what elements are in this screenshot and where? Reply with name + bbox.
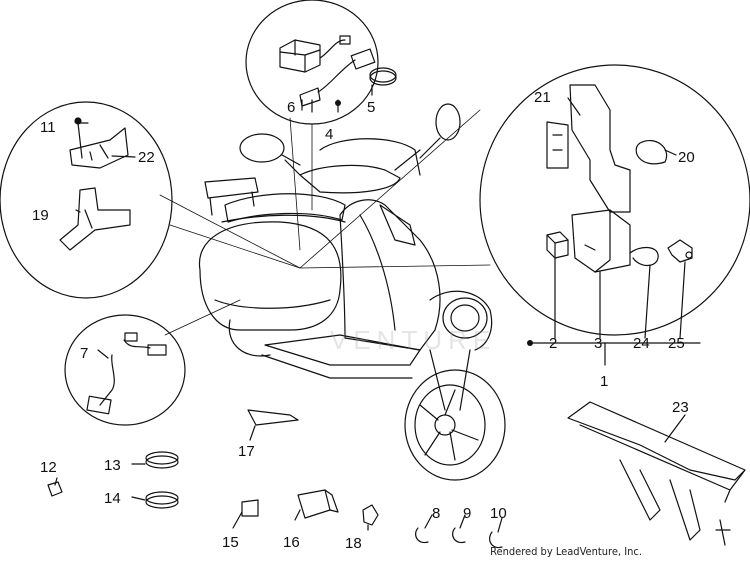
callout-12: 12 [40, 459, 57, 476]
callout-23: 23 [672, 399, 689, 416]
callout-5: 5 [367, 99, 375, 116]
callout-7: 7 [80, 345, 88, 362]
callout-24: 24 [633, 335, 650, 352]
callout-17: 17 [238, 443, 255, 460]
detail-circle-harness [64, 314, 186, 426]
detail-circle-bracket [0, 101, 173, 299]
callout-4: 4 [325, 126, 333, 143]
callout-22: 22 [138, 149, 155, 166]
scooter-illustration [198, 103, 506, 481]
callout-18: 18 [345, 535, 362, 552]
callout-6: 6 [287, 99, 295, 116]
detail-circle-electronics [479, 64, 750, 336]
callout-11: 11 [40, 119, 56, 136]
callout-9: 9 [463, 505, 471, 522]
callout-10: 10 [490, 505, 507, 522]
callout-13: 13 [104, 457, 121, 474]
callout-2: 2 [549, 335, 557, 352]
callout-21: 21 [534, 89, 551, 106]
callout-19: 19 [32, 207, 49, 224]
callout-8: 8 [432, 505, 440, 522]
callout-16: 16 [283, 534, 300, 551]
callout-20: 20 [678, 149, 695, 166]
callout-14: 14 [104, 490, 121, 507]
clip-12 [47, 481, 63, 497]
credit-text: Rendered by LeadVenture, Inc. [490, 545, 642, 558]
callout-15: 15 [222, 534, 239, 551]
callout-25: 25 [668, 335, 685, 352]
watermark-text: VENTURE [330, 325, 497, 355]
relay-part [279, 39, 321, 73]
callout-1: 1 [600, 373, 608, 390]
callout-3: 3 [594, 335, 602, 352]
